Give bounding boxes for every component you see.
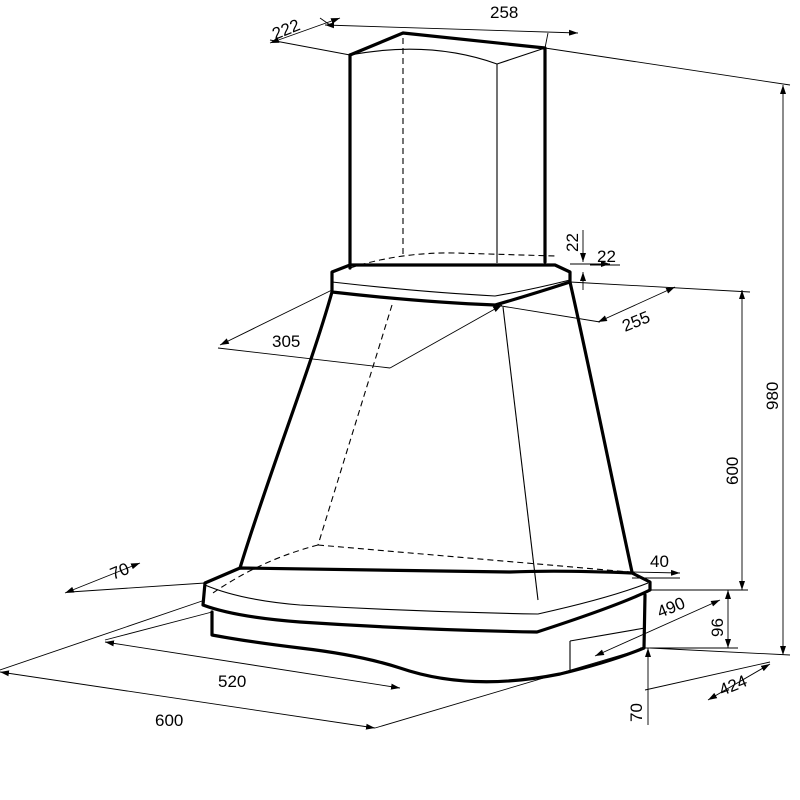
dimension-lines bbox=[0, 17, 791, 730]
dim-collar-depth: 255 bbox=[619, 307, 652, 335]
dim-chimney-depth: 222 bbox=[269, 15, 302, 43]
dim-front-drop: 70 bbox=[627, 703, 646, 722]
dim-collar-offset-side: 22 bbox=[597, 247, 616, 266]
dim-total-height: 980 bbox=[763, 382, 782, 410]
dim-collar-offset-top: 22 bbox=[563, 233, 582, 252]
collar bbox=[330, 263, 572, 307]
dim-base-depth-inner: 490 bbox=[654, 593, 687, 621]
dim-chimney-width: 258 bbox=[490, 3, 518, 22]
dim-base-width-inner: 520 bbox=[218, 672, 246, 691]
dim-collar-width: 305 bbox=[272, 332, 300, 351]
dim-side-offset: 40 bbox=[650, 552, 669, 571]
dim-base-width-outer: 600 bbox=[155, 711, 183, 730]
dimension-labels: 222 258 980 22 22 255 305 600 70 40 490 … bbox=[107, 3, 782, 730]
hood-base bbox=[201, 566, 652, 684]
dim-base-depth-outer: 424 bbox=[716, 671, 749, 699]
dim-base-height: 96 bbox=[708, 618, 727, 637]
chimney bbox=[348, 31, 547, 270]
hood-body bbox=[238, 280, 634, 601]
dim-front-overhang: 70 bbox=[107, 559, 132, 584]
dim-body-height: 600 bbox=[723, 457, 742, 485]
